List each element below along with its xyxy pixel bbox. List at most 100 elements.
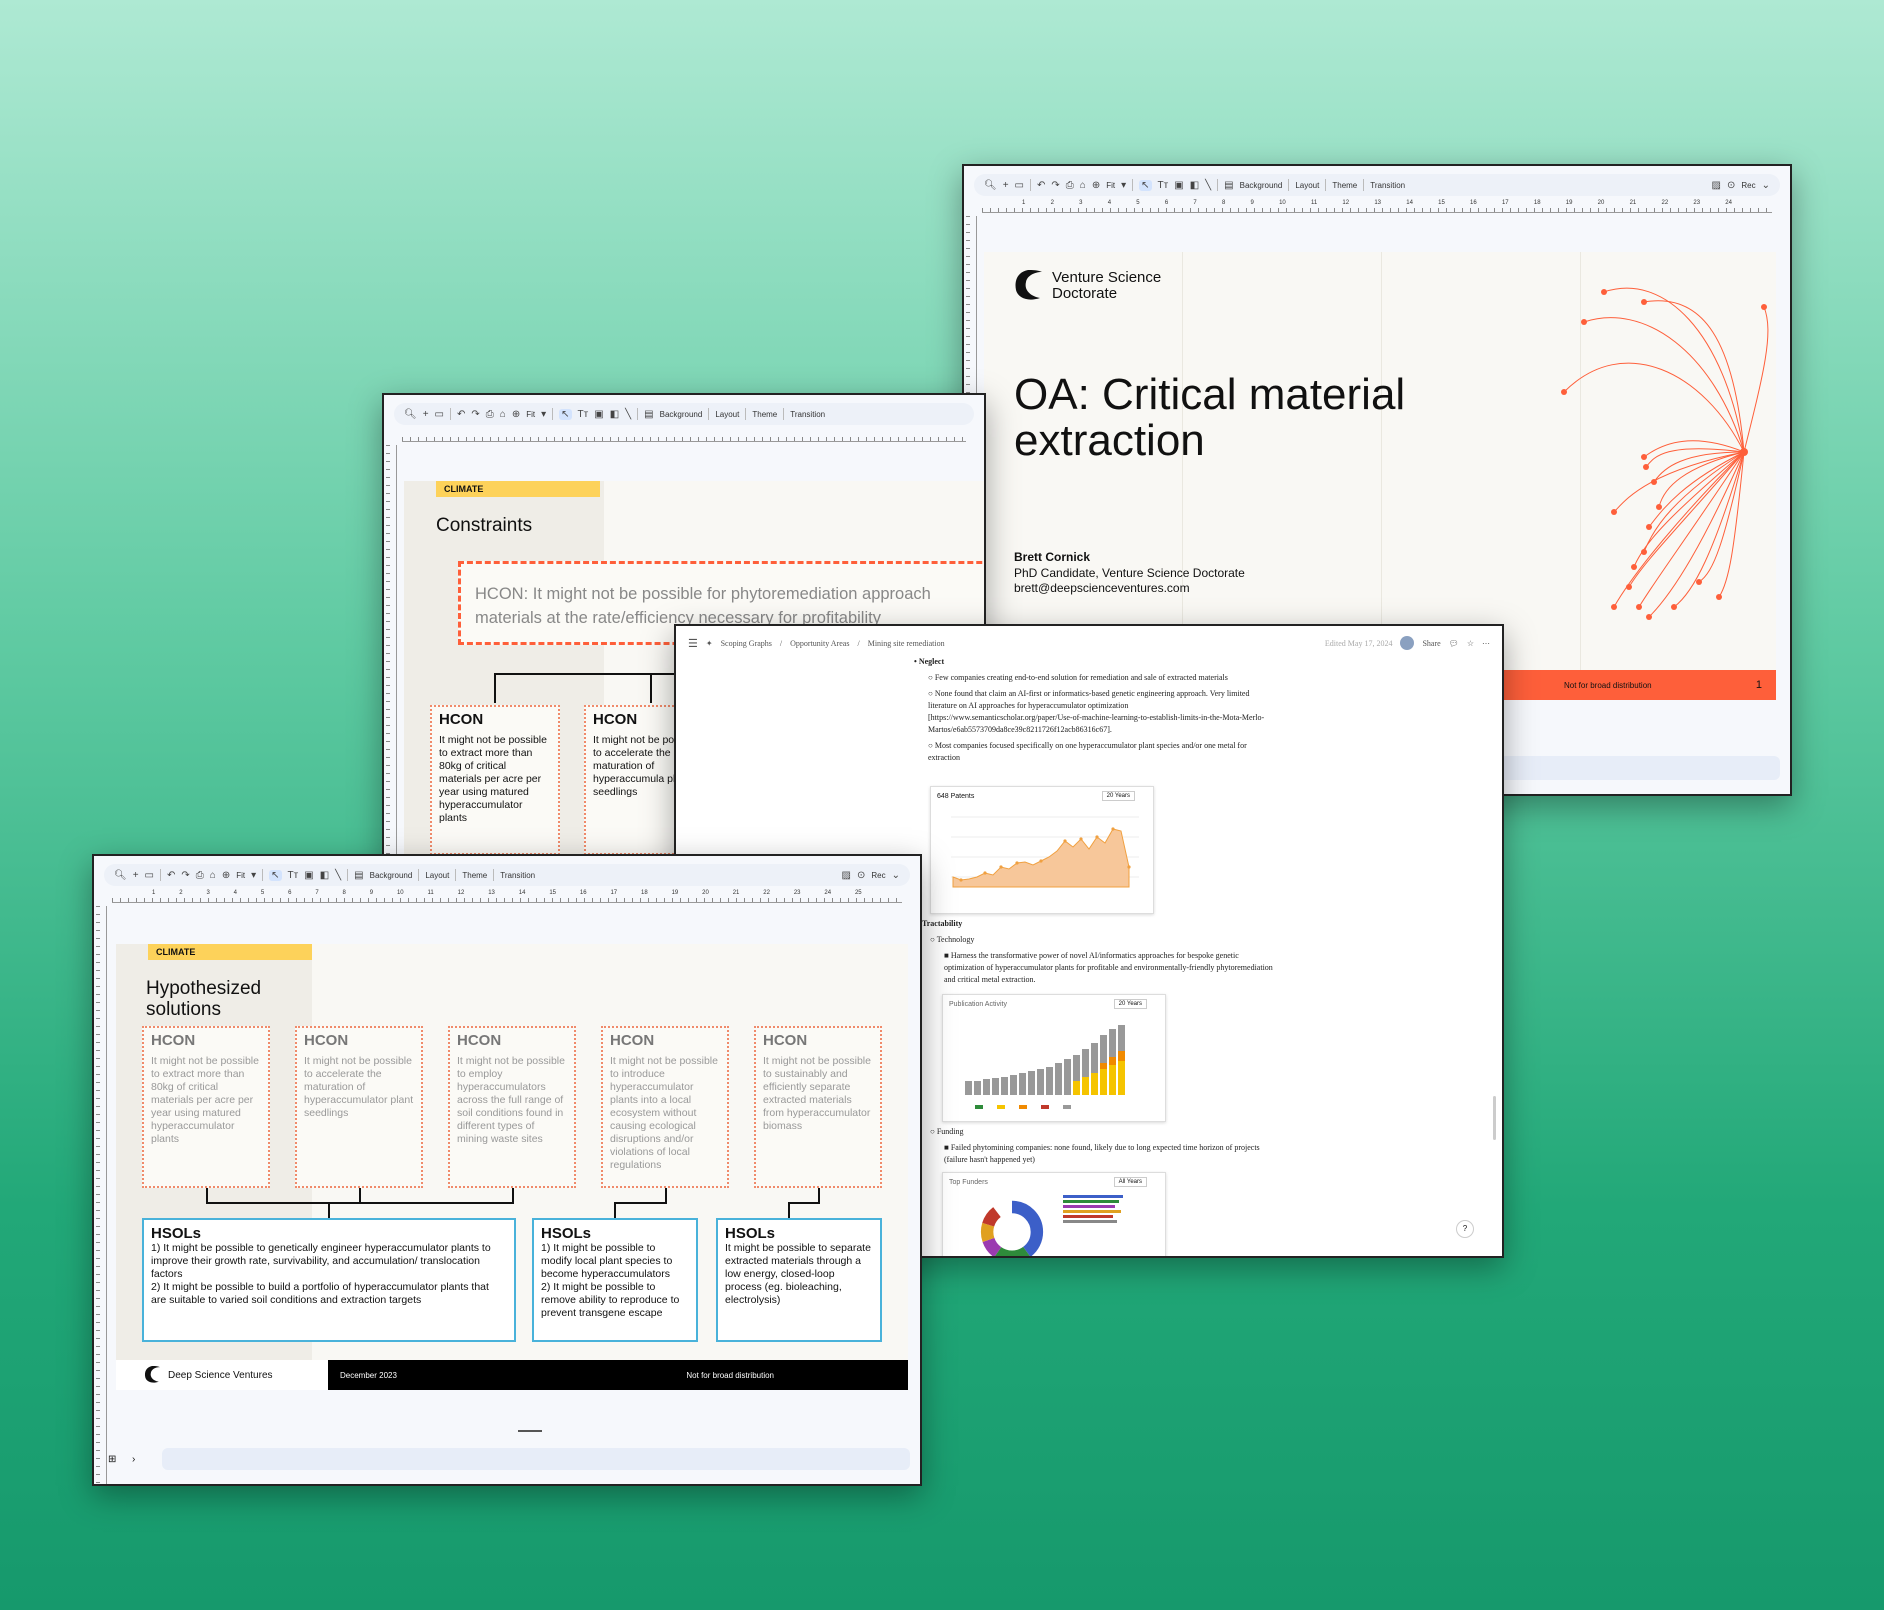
comment-icon[interactable]: ▤ <box>644 408 654 420</box>
hcon-card[interactable]: HCON It might not be possible to introdu… <box>601 1026 729 1188</box>
background-button[interactable]: Background <box>659 409 703 419</box>
record-icon[interactable]: ⊙ <box>856 869 866 881</box>
scrollbar[interactable] <box>1493 1096 1496 1140</box>
undo-icon[interactable]: ↶ <box>457 408 466 420</box>
hcon-card[interactable]: HCON It might not be possible to extract… <box>430 705 560 855</box>
new-slide-icon[interactable]: ▭ <box>434 408 444 420</box>
select-cursor-icon[interactable]: ↖ <box>559 408 572 420</box>
search-icon[interactable]: 🔍︎ <box>404 408 417 420</box>
print-icon[interactable]: ⎙ <box>1065 179 1074 191</box>
hcon-card[interactable]: HCON It might not be possible to employ … <box>448 1026 576 1188</box>
avatar[interactable] <box>1400 636 1415 650</box>
zoom-select[interactable]: Fit <box>1106 180 1116 190</box>
solutions-slide[interactable]: CLIMATE Hypothesized solutions HCON It m… <box>116 944 908 1390</box>
grid-view-icon[interactable]: ⊞ <box>108 1454 117 1465</box>
expand-icon[interactable]: › <box>132 1454 136 1465</box>
transition-button[interactable]: Transition <box>1370 180 1406 190</box>
shape-icon[interactable]: ◧ <box>1189 179 1200 191</box>
comment-icon[interactable]: 💬︎ <box>1448 638 1459 648</box>
transition-button[interactable]: Transition <box>790 409 826 419</box>
line-icon[interactable]: ╲ <box>625 408 632 420</box>
add-icon[interactable]: + <box>1002 179 1009 191</box>
star-icon[interactable]: ☆ <box>1466 638 1474 648</box>
image-icon[interactable]: ▣ <box>594 408 604 420</box>
text-box-icon[interactable]: Tт <box>1157 179 1169 191</box>
breadcrumb-item[interactable]: Opportunity Areas <box>790 638 850 648</box>
select-cursor-icon[interactable]: ↖ <box>1139 179 1152 191</box>
range-select[interactable]: 20 Years <box>1101 791 1135 801</box>
rec-button[interactable]: Rec <box>871 870 886 880</box>
breadcrumb-item[interactable]: Scoping Graphs <box>720 638 772 648</box>
rec-button[interactable]: Rec <box>1741 180 1756 190</box>
select-cursor-icon[interactable]: ↖ <box>269 869 282 881</box>
range-select[interactable]: 20 Years <box>1113 999 1147 1009</box>
resize-handle[interactable] <box>518 1430 542 1432</box>
image-icon[interactable]: ▣ <box>304 869 314 881</box>
help-icon[interactable]: ? <box>1456 1220 1474 1238</box>
line-icon[interactable]: ╲ <box>335 869 342 881</box>
background-button[interactable]: Background <box>369 870 413 880</box>
comment-icon[interactable]: ▤ <box>354 869 364 881</box>
layout-button[interactable]: Layout <box>425 870 450 880</box>
redo-icon[interactable]: ↷ <box>181 869 190 881</box>
list-item-text: Few companies creating end-to-end soluti… <box>934 673 1228 682</box>
add-icon[interactable]: + <box>422 408 429 420</box>
zoom-icon[interactable]: ⊕ <box>221 869 231 881</box>
theme-button[interactable]: Theme <box>462 870 488 880</box>
chevron-down-icon[interactable]: ▾ <box>251 869 257 881</box>
patents-chart-card[interactable]: 648 Patents 20 Years <box>930 786 1154 914</box>
chevron-down-icon[interactable]: ▾ <box>541 408 547 420</box>
add-icon[interactable]: + <box>132 869 139 881</box>
text-box-icon[interactable]: Tт <box>287 869 299 881</box>
publication-chart-card[interactable]: Publication Activity 20 Years <box>942 994 1166 1122</box>
paint-format-icon[interactable]: ⌂ <box>209 869 216 881</box>
new-slide-icon[interactable]: ▭ <box>1014 179 1024 191</box>
transition-button[interactable]: Transition <box>500 870 536 880</box>
line-icon[interactable]: ╲ <box>1205 179 1212 191</box>
layout-button[interactable]: Layout <box>715 409 740 419</box>
hsol-card[interactable]: HSOLs It might be possible to separate e… <box>716 1218 882 1342</box>
new-slide-icon[interactable]: ▭ <box>144 869 154 881</box>
redo-icon[interactable]: ↷ <box>1051 179 1060 191</box>
theme-button[interactable]: Theme <box>752 409 778 419</box>
speaker-notes-bar[interactable] <box>162 1448 910 1470</box>
breadcrumb-item[interactable]: Mining site remediation <box>867 638 945 648</box>
print-icon[interactable]: ⎙ <box>195 869 204 881</box>
share-button[interactable]: Share <box>1422 638 1441 648</box>
background-button[interactable]: Background <box>1239 180 1283 190</box>
chevron-down-icon[interactable]: ⌄ <box>891 869 900 881</box>
theme-button[interactable]: Theme <box>1332 180 1358 190</box>
funders-chart-card[interactable]: Top Funders All Years <box>942 1172 1166 1256</box>
print-icon[interactable]: ⎙ <box>485 408 494 420</box>
search-icon[interactable]: 🔍︎ <box>114 869 127 881</box>
menu-icon[interactable]: ☰ <box>688 637 698 650</box>
save-icon[interactable]: ▨ <box>841 869 851 881</box>
paint-format-icon[interactable]: ⌂ <box>499 408 506 420</box>
chevron-down-icon[interactable]: ▾ <box>1121 179 1127 191</box>
redo-icon[interactable]: ↷ <box>471 408 480 420</box>
paint-format-icon[interactable]: ⌂ <box>1079 179 1086 191</box>
zoom-select[interactable]: Fit <box>236 870 246 880</box>
zoom-select[interactable]: Fit <box>526 409 536 419</box>
zoom-icon[interactable]: ⊕ <box>1091 179 1101 191</box>
text-box-icon[interactable]: Tт <box>577 408 589 420</box>
hcon-card[interactable]: HCON It might not be possible to sustain… <box>754 1026 882 1188</box>
zoom-icon[interactable]: ⊕ <box>511 408 521 420</box>
undo-icon[interactable]: ↶ <box>1037 179 1046 191</box>
shape-icon[interactable]: ◧ <box>609 408 620 420</box>
more-icon[interactable]: ⋯ <box>1482 638 1490 648</box>
save-icon[interactable]: ▨ <box>1711 179 1721 191</box>
range-select[interactable]: All Years <box>1113 1177 1147 1187</box>
record-icon[interactable]: ⊙ <box>1726 179 1736 191</box>
chevron-down-icon[interactable]: ⌄ <box>1761 179 1770 191</box>
hsol-card[interactable]: HSOLs 1) It might be possible to modify … <box>532 1218 698 1342</box>
image-icon[interactable]: ▣ <box>1174 179 1184 191</box>
shape-icon[interactable]: ◧ <box>319 869 330 881</box>
hcon-card[interactable]: HCON It might not be possible to acceler… <box>295 1026 423 1188</box>
hsol-card[interactable]: HSOLs 1) It might be possible to genetic… <box>142 1218 516 1342</box>
hcon-card[interactable]: HCON It might not be possible to extract… <box>142 1026 270 1188</box>
comment-icon[interactable]: ▤ <box>1224 179 1234 191</box>
undo-icon[interactable]: ↶ <box>167 869 176 881</box>
layout-button[interactable]: Layout <box>1295 180 1320 190</box>
search-icon[interactable]: 🔍︎ <box>984 179 997 191</box>
